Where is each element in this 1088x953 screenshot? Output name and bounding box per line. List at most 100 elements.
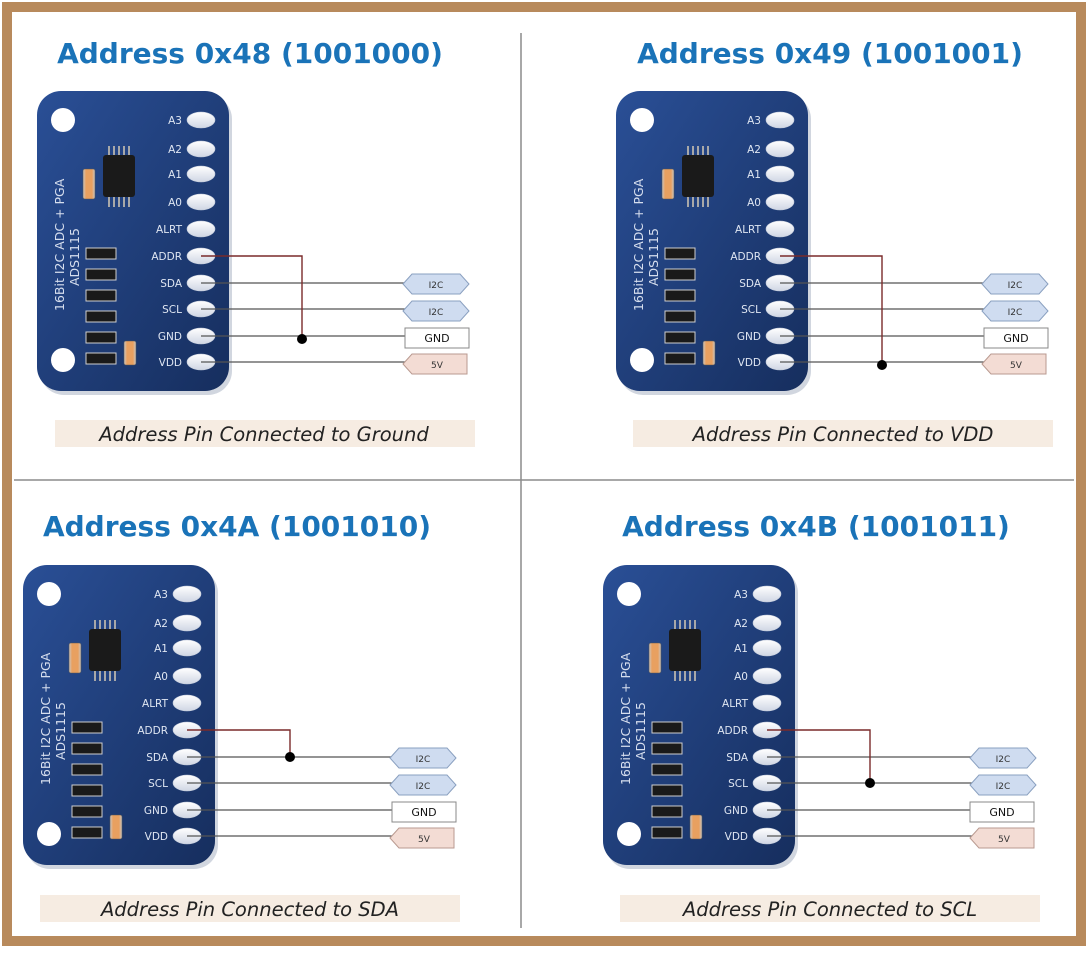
vdd-connector-label: 5V [418,835,431,845]
gnd-connector-label: GND [411,806,436,819]
vdd-connector-label: 5V [998,835,1011,845]
pin-label-scl: SCL [162,304,182,316]
board-label-line1: 16Bit I2C ADC + PGA [618,652,633,785]
gnd-connector: GND [983,327,1049,349]
panel-title: Address 0x4B (1001011) [622,510,1010,543]
pin-label-addr: ADDR [730,251,761,263]
sda-connector-label: I2C [429,281,444,291]
board-label-line2: ADS1115 [646,228,661,286]
panel-title: Address 0x49 (1001001) [637,37,1023,70]
panel-address-0x4b: Address 0x4B (1001011) 16Bit I2C ADC + P… [602,510,1040,922]
junction-dot [285,752,295,762]
board-label-line2: ADS1115 [67,228,82,286]
pin-label-a2: A2 [734,618,748,630]
panel-caption: Address Pin Connected to Ground [97,423,429,446]
pin-label-a3: A3 [154,589,168,601]
pin-label-a0: A0 [168,197,182,209]
gnd-connector: GND [969,801,1035,823]
board-label: 16Bit I2C ADC + PGA ADS1115 [618,652,648,785]
vdd-connector: 5V [402,353,468,375]
board-label-line1: 16Bit I2C ADC + PGA [52,178,67,311]
pin-label-addr: ADDR [717,725,748,737]
sda-connector: I2C [389,747,457,769]
pin-label-a0: A0 [154,671,168,683]
scl-connector-label: I2C [416,782,431,792]
junction-dot [877,360,887,370]
panel-caption: Address Pin Connected to SDA [99,898,399,921]
pin-label-alrt: ALRT [142,698,169,710]
pin-label-a2: A2 [168,144,182,156]
caption-background [40,895,460,922]
pin-label-a1: A1 [154,643,168,655]
pin-label-a2: A2 [154,618,168,630]
board-label-line2: ADS1115 [633,702,648,760]
pin-label-a0: A0 [734,671,748,683]
junction-dot [865,778,875,788]
pin-label-addr: ADDR [151,251,182,263]
panel-address-0x49: Address 0x49 (1001001) 16Bit I2C ADC + P… [615,37,1053,447]
panel-caption: Address Pin Connected to SCL [681,898,977,921]
panel-address-0x48: Address 0x48 (1001000) 16Bit I2C ADC + P… [36,37,475,447]
gnd-connector: GND [404,327,470,349]
pin-label-vdd: VDD [725,831,748,843]
scl-connector-label: I2C [429,308,444,318]
pin-label-a1: A1 [747,169,761,181]
addr-wire [780,255,883,365]
pin-label-sda: SDA [726,752,749,764]
scl-connector: I2C [981,300,1049,322]
gnd-connector-label: GND [424,332,449,345]
pin-label-gnd: GND [724,805,748,817]
vdd-connector-label: 5V [1010,361,1023,371]
ads1115-board: 16Bit I2C ADC + PGA ADS1115 A3 A2 A1 A0 … [615,90,812,396]
board-label-line1: 16Bit I2C ADC + PGA [38,652,53,785]
caption-background [620,895,1040,922]
sda-connector-label: I2C [996,755,1011,765]
panel-title: Address 0x4A (1001010) [43,510,431,543]
board-label: 16Bit I2C ADC + PGA ADS1115 [631,178,661,311]
pin-label-addr: ADDR [137,725,168,737]
caption-background [633,420,1053,447]
pin-label-scl: SCL [148,778,168,790]
pin-label-a1: A1 [168,169,182,181]
panel-title: Address 0x48 (1001000) [57,37,443,70]
sda-connector-label: I2C [416,755,431,765]
board-label: 16Bit I2C ADC + PGA ADS1115 [38,652,68,785]
vdd-connector: 5V [389,827,455,849]
sda-connector: I2C [402,273,470,295]
scl-connector: I2C [389,774,457,796]
pin-label-vdd: VDD [738,357,761,369]
scl-connector: I2C [969,774,1037,796]
pin-label-gnd: GND [158,331,182,343]
panel-caption: Address Pin Connected to VDD [691,423,994,446]
sda-connector: I2C [969,747,1037,769]
pin-label-scl: SCL [741,304,761,316]
pin-label-gnd: GND [144,805,168,817]
sda-connector: I2C [981,273,1049,295]
scl-connector-label: I2C [996,782,1011,792]
sda-connector-label: I2C [1008,281,1023,291]
scl-connector-label: I2C [1008,308,1023,318]
pin-label-gnd: GND [737,331,761,343]
panel-address-0x4a: Address 0x4A (1001010) 16Bit I2C ADC + P… [22,510,460,922]
pin-label-a3: A3 [747,115,761,127]
pin-label-vdd: VDD [159,357,182,369]
gnd-connector: GND [391,801,457,823]
ads1115-board: 16Bit I2C ADC + PGA ADS1115 A3 A2 A1 A0 … [22,564,219,870]
caption-background [55,420,475,447]
pin-label-a2: A2 [747,144,761,156]
pin-label-alrt: ALRT [735,224,762,236]
scl-connector: I2C [402,300,470,322]
pin-label-sda: SDA [146,752,169,764]
ads1115-board: 16Bit I2C ADC + PGA ADS1115 A3 A2 A1 A0 … [36,90,233,396]
pin-label-vdd: VDD [145,831,168,843]
pin-label-alrt: ALRT [722,698,749,710]
pin-label-scl: SCL [728,778,748,790]
pin-label-a3: A3 [168,115,182,127]
gnd-connector-label: GND [1003,332,1028,345]
addr-wire [187,729,291,757]
pin-label-alrt: ALRT [156,224,183,236]
junction-dot [297,334,307,344]
pin-label-sda: SDA [739,278,762,290]
